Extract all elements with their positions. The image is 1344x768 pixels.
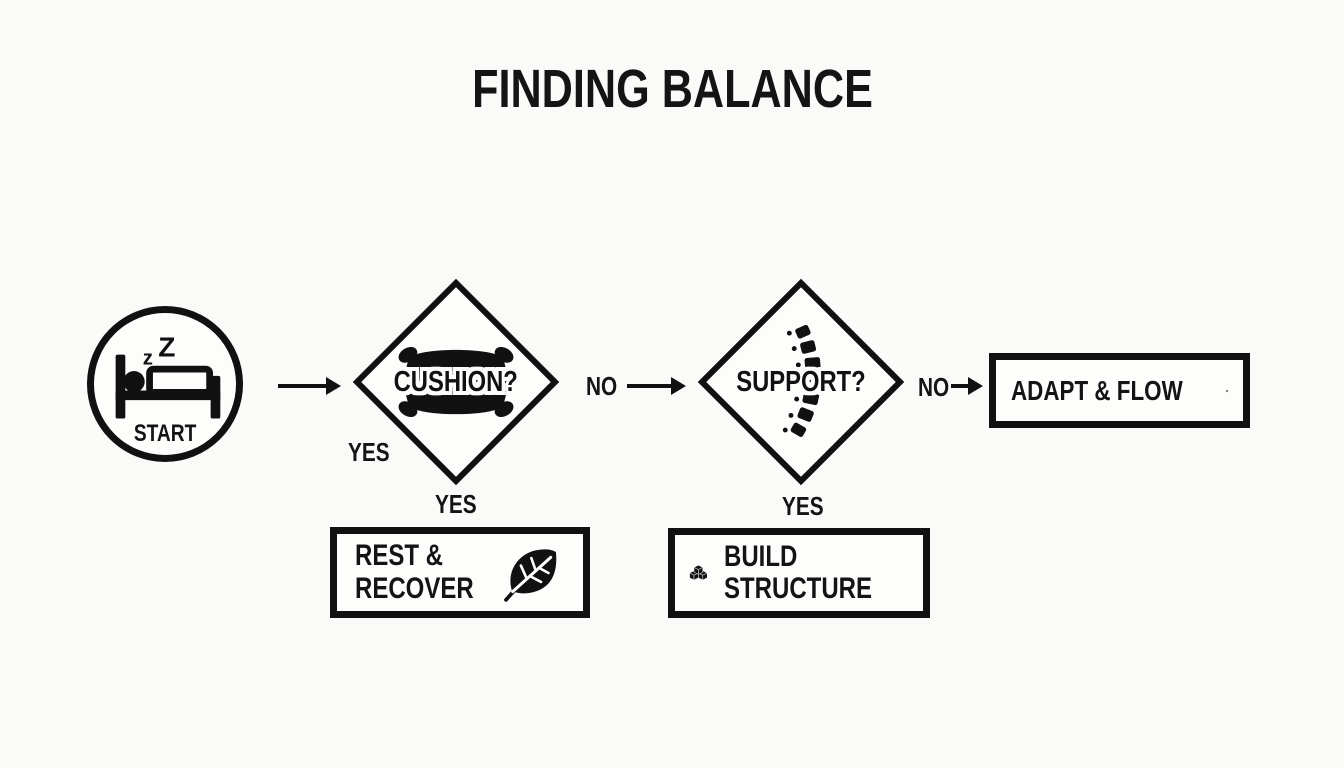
decision-cushion-label: CUSHION?: [393, 365, 519, 398]
edge-label-support-no: NO: [918, 372, 950, 402]
outcome-build-structure: BUILD STRUCTURE: [668, 528, 930, 618]
arrow-support-to-adapt: [951, 384, 968, 388]
outcome-build-structure-label: BUILD STRUCTURE: [724, 539, 872, 605]
outcome-adapt-flow-label: ADAPT & FLOW: [1011, 374, 1183, 406]
pillow-icon: [398, 347, 514, 417]
arrowhead-support-to-adapt: [968, 377, 983, 395]
outcome-rest-recover-label: REST & RECOVER: [355, 539, 474, 605]
zzz-small: z: [143, 347, 153, 369]
wave-icon: [1225, 389, 1228, 392]
outcome-rest-recover: REST & RECOVER: [330, 527, 590, 618]
decision-support: SUPPORT?: [697, 278, 905, 486]
sleeping-bed-icon: z Z: [115, 332, 221, 419]
decision-cushion: CUSHION?: [352, 278, 560, 486]
stacked-cubes-icon: [689, 564, 708, 581]
edge-label-cushion-no: NO: [586, 371, 618, 401]
edge-label-support-yes: YES: [782, 491, 824, 521]
zzz-large: Z: [158, 332, 175, 363]
spine-icon: [782, 325, 822, 437]
decision-support-label: SUPPORT?: [736, 365, 866, 398]
leaf-icon: [504, 548, 557, 602]
arrow-cushion-to-support: [627, 384, 671, 388]
edge-label-cushion-yes-side: YES: [348, 437, 390, 467]
start-node: z Z START: [87, 306, 243, 462]
arrowhead-start-to-cushion: [326, 377, 341, 395]
start-label: START: [133, 420, 197, 447]
arrowhead-cushion-to-support: [671, 377, 686, 395]
edge-label-cushion-yes: YES: [435, 489, 477, 519]
outcome-adapt-flow: ADAPT & FLOW: [989, 353, 1250, 428]
page-title-text: FINDING BALANCE: [471, 59, 873, 119]
arrow-start-to-cushion: [278, 384, 326, 388]
page-title: FINDING BALANCE: [0, 58, 1344, 120]
